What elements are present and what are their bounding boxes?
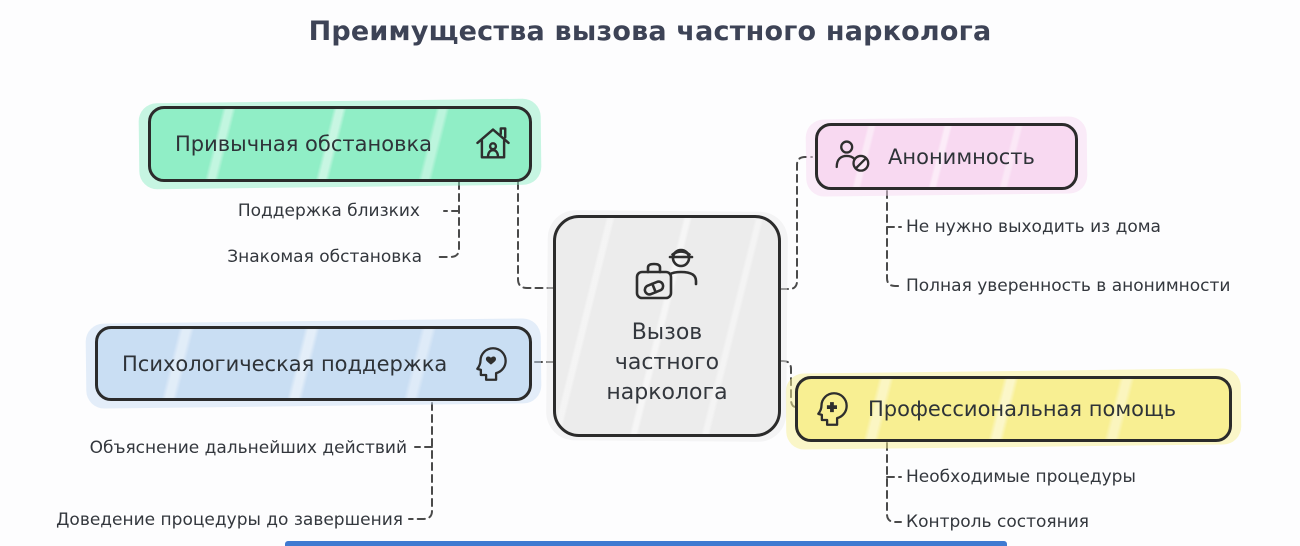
center-label: Вызов частного нарколога — [606, 318, 727, 407]
center-node: Вызов частного нарколога — [546, 209, 788, 443]
leaf-label: Поддержка близких — [237, 201, 420, 221]
cropped-blue-bar — [285, 541, 1007, 546]
connector-anonymity-children — [886, 190, 902, 287]
house-icon — [476, 127, 510, 159]
leaf-label: Необходимые процедуры — [906, 467, 1136, 487]
branch-box: Профессиональная помощь — [795, 376, 1232, 442]
branch-habitual-environment: Привычная обстановка — [138, 98, 542, 190]
center-label-line: нарколога — [606, 379, 728, 405]
branch-box: Психологическая поддержка — [95, 326, 532, 401]
doctor-briefcase-icon — [635, 249, 698, 300]
head-heart-icon — [476, 346, 507, 381]
branch-label: Анонимность — [888, 144, 1035, 169]
leaf-label: Объяснение дальнейших действий — [89, 438, 407, 458]
leaf-label: Доведение процедуры до завершения — [56, 510, 403, 530]
head-cross-icon — [817, 392, 848, 426]
leaf-label: Знакомая обстановка — [227, 247, 422, 267]
connector-psychological-children — [408, 402, 433, 520]
branch-anonymity: Анонимность — [805, 116, 1088, 197]
connector-habitual-children — [436, 181, 460, 258]
leaf-label: Не нужно выходить из дома — [906, 217, 1161, 237]
branch-label: Профессиональная помощь — [868, 397, 1177, 421]
center-label-line: частного — [614, 350, 720, 376]
diagram-title: Преимущества вызова частного нарколога — [308, 16, 992, 47]
branch-box: Анонимность — [815, 123, 1078, 190]
branch-label: Привычная обстановка — [175, 132, 432, 156]
connector-professional-children — [886, 442, 902, 523]
branch-psychological-support: Психологическая поддержка — [85, 318, 542, 409]
center-box: Вызов частного нарколога — [553, 215, 781, 437]
branch-label: Психологическая поддержка — [122, 351, 448, 376]
branch-professional-help: Профессиональная помощь — [785, 368, 1242, 450]
branch-box: Привычная обстановка — [148, 106, 532, 182]
anonymous-person-icon — [835, 139, 870, 172]
leaf-label: Полная уверенность в анонимности — [906, 276, 1231, 296]
leaf-label: Контроль состояния — [906, 512, 1089, 532]
center-label-line: Вызов — [631, 320, 703, 346]
